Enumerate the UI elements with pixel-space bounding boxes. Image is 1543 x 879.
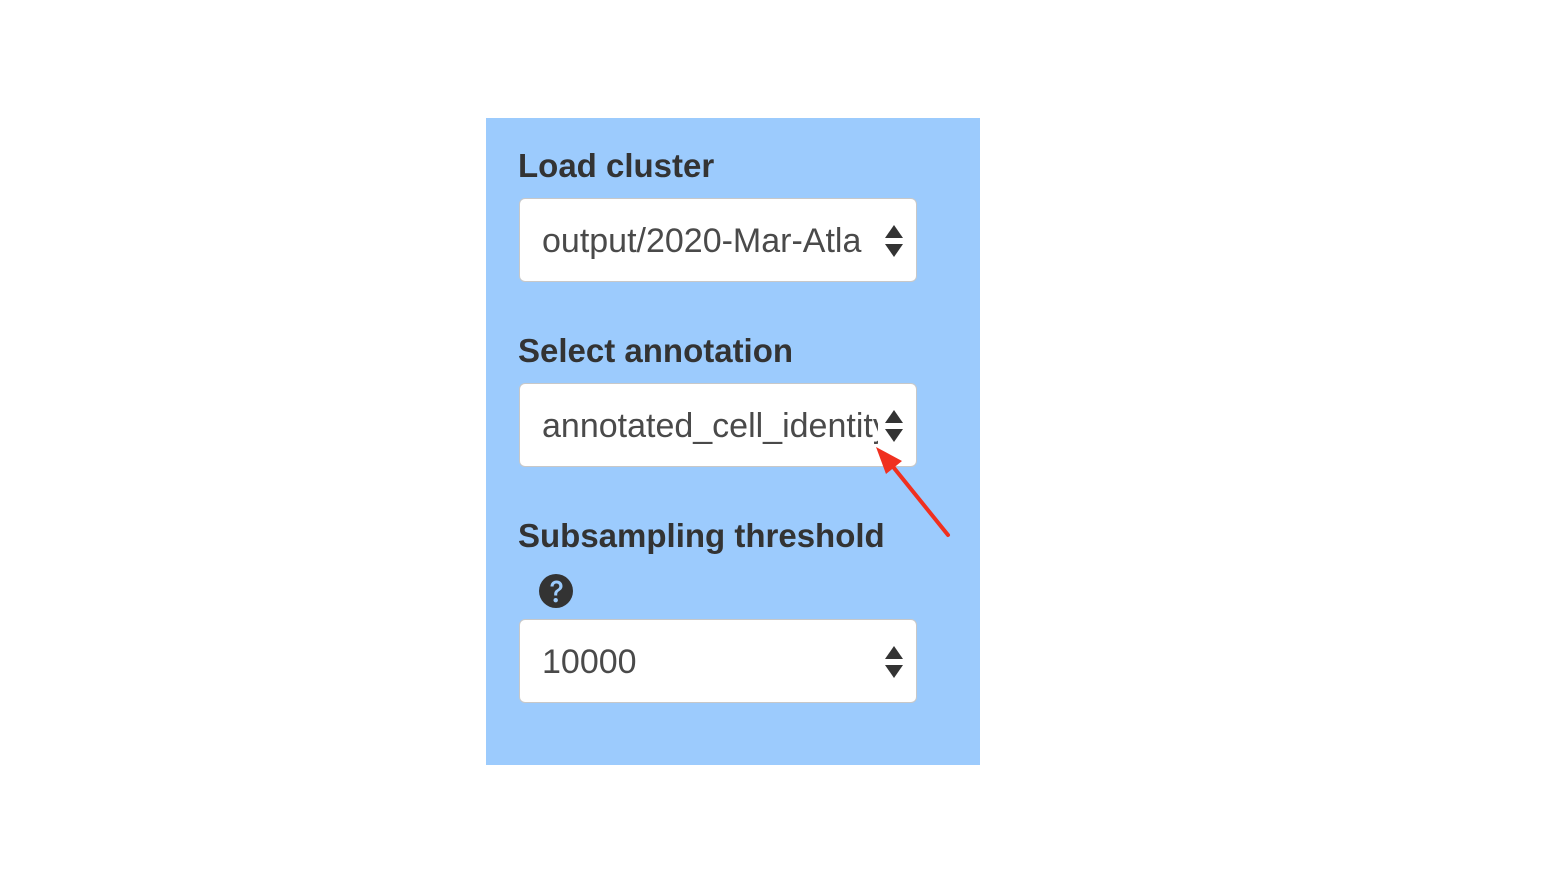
load-cluster-select[interactable]: output/2020-Mar-Atla bbox=[519, 198, 917, 282]
subsampling-threshold-select[interactable]: 10000 bbox=[519, 619, 917, 703]
select-annotation-select[interactable]: annotated_cell_identity bbox=[519, 383, 917, 467]
subsampling-threshold-value: 10000 bbox=[542, 643, 637, 681]
up-down-arrows-icon bbox=[885, 225, 903, 257]
select-annotation-value: annotated_cell_identity bbox=[542, 407, 878, 445]
options-panel: Load cluster output/2020-Mar-Atla Select… bbox=[486, 118, 980, 765]
up-down-arrows-icon bbox=[885, 410, 903, 442]
select-annotation-label: Select annotation bbox=[518, 332, 794, 369]
up-down-arrows-icon bbox=[885, 646, 903, 678]
load-cluster-label: Load cluster bbox=[518, 147, 715, 184]
subsampling-threshold-label: Subsampling threshold bbox=[518, 517, 885, 554]
load-cluster-value: output/2020-Mar-Atla bbox=[542, 222, 862, 260]
question-circle-icon[interactable] bbox=[538, 573, 574, 609]
